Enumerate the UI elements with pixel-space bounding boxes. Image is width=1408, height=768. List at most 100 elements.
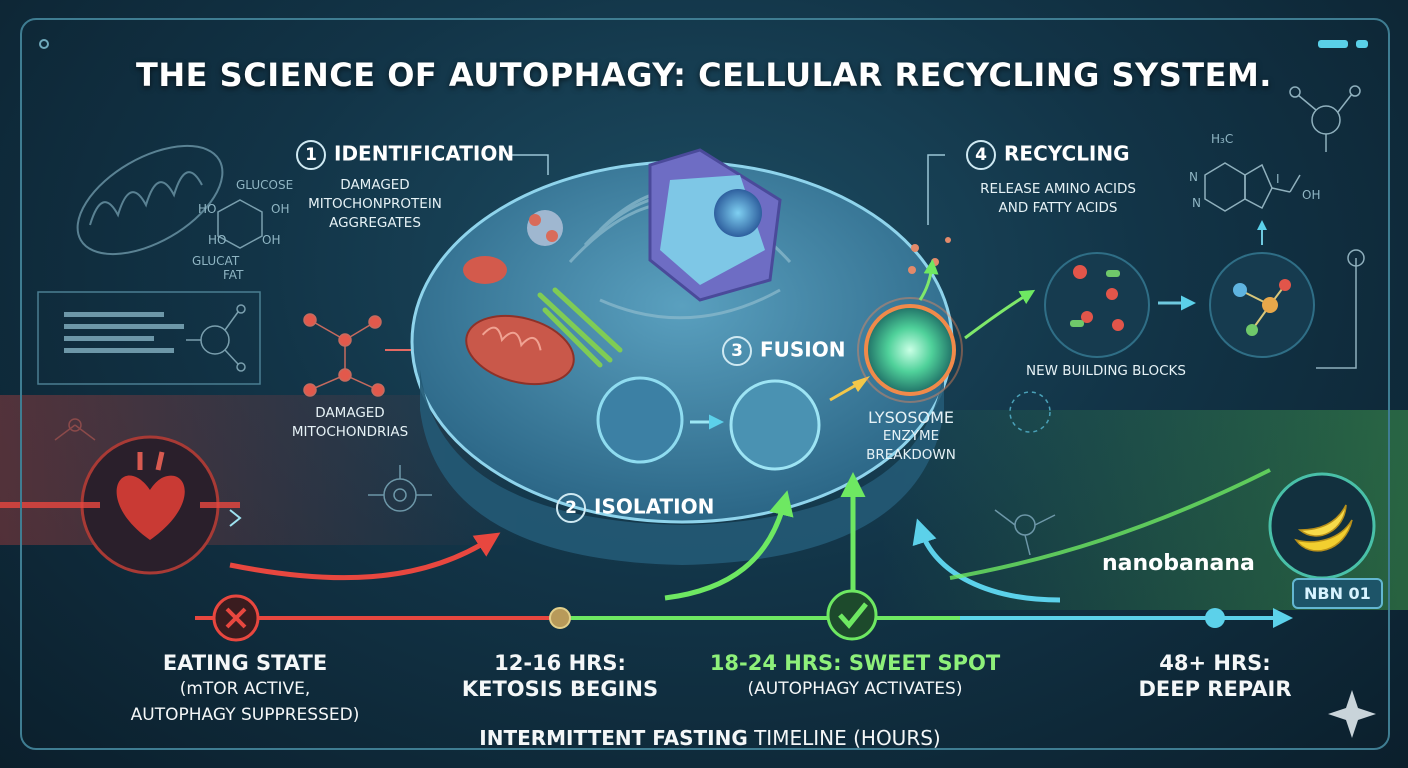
stage-subline: AUTOPHAGY SUPPRESSED) — [130, 705, 360, 725]
step-label: RECYCLING — [1004, 141, 1130, 166]
lysosome-label: LYSOSOME ENZYME BREAKDOWN — [846, 408, 976, 465]
data-panel — [37, 291, 261, 385]
frame-border — [20, 18, 1390, 750]
label-line: ENZYME — [882, 428, 940, 444]
mitochondrion-sketch — [76, 144, 224, 256]
frame-accent — [1356, 40, 1368, 48]
eating-marker — [212, 594, 260, 642]
label-line: MITOCHONDRIAS — [291, 424, 409, 440]
data-panel-bars — [64, 312, 184, 353]
nucleus — [648, 148, 782, 302]
green-stream — [949, 468, 1271, 580]
amino-acid-structure — [1204, 162, 1301, 212]
glucat-label: GLUCAT — [192, 254, 240, 268]
stage-line: DEEP REPAIR — [1138, 677, 1292, 701]
n-label: N — [1192, 196, 1201, 210]
timeline-axis-title: INTERMITTENT FASTING TIMELINE (HOURS) — [380, 726, 1040, 750]
damaged-protein-network — [303, 313, 385, 397]
lysosome — [864, 304, 956, 396]
step-label: ISOLATION — [594, 494, 715, 519]
stage-deep-repair: 48+ HRS: DEEP REPAIR — [1120, 650, 1310, 702]
autophagosome-vesicle — [729, 379, 821, 471]
stage-line: KETOSIS BEGINS — [461, 677, 659, 701]
sparkle-mark — [229, 509, 242, 527]
protein-aggregate — [527, 210, 563, 246]
stage-line: 12-16 HRS: — [494, 651, 626, 675]
caption-line: RELEASE AMINO ACIDS — [980, 181, 1136, 197]
fat-label: FAT — [223, 268, 244, 282]
recycling-caption: RELEASE AMINO ACIDS AND FATTY ACIDS — [958, 180, 1158, 218]
fusion-arrow-head — [852, 376, 870, 392]
x-icon — [225, 607, 247, 629]
step-label: FUSION — [760, 337, 846, 362]
ho-label: HO — [208, 233, 227, 247]
stage-sweet-spot: 18-24 HRS: SWEET SPOT (AUTOPHAGY ACTIVAT… — [700, 650, 1010, 702]
brand-badge: NBN 01 — [1292, 578, 1383, 609]
sweet-arrow-left — [664, 490, 794, 601]
cell-mitochondrion — [465, 314, 575, 386]
step-fusion: 3 FUSION — [722, 336, 846, 366]
label-line: DAMAGED — [315, 405, 385, 421]
molecule-node-bottom — [368, 465, 432, 512]
step-isolation: 2 ISOLATION — [556, 493, 714, 523]
to-blocks-arrow — [964, 289, 1036, 340]
new-building-blocks-label: NEW BUILDING BLOCKS — [1026, 363, 1186, 379]
step-number: 4 — [966, 140, 996, 170]
circuit-line — [1316, 258, 1357, 369]
identification-caption: DAMAGED MITOCHONPROTEIN AGGREGATES — [290, 176, 460, 233]
frame-dot — [39, 39, 49, 49]
check-icon — [838, 602, 868, 629]
caption-line: AGGREGATES — [329, 215, 421, 231]
circuit-node — [1347, 249, 1365, 267]
repair-arrow — [912, 518, 1061, 603]
stage-line: 18-24 HRS: SWEET SPOT — [709, 651, 1001, 675]
step-identification: 1 IDENTIFICATION — [296, 140, 514, 170]
step-number: 1 — [296, 140, 326, 170]
oh-label: OH — [271, 202, 290, 216]
molecule-node-left — [186, 304, 246, 372]
oh-label: OH — [1302, 188, 1321, 202]
molecule-node-red — [54, 418, 96, 441]
sweet-spot-marker — [826, 589, 878, 641]
caption-line: AND FATTY ACIDS — [998, 200, 1118, 216]
ketosis-marker — [549, 607, 571, 629]
axis-title-rest: TIMELINE (HOURS) — [754, 726, 941, 750]
golgi-tubules — [537, 287, 623, 368]
stage-eating: EATING STATE (mTOR ACTIVE, AUTOPHAGY SUP… — [100, 650, 390, 728]
brand-name: nanobanana — [1102, 551, 1255, 576]
red-organelle — [463, 256, 507, 284]
eating-arrow — [229, 532, 501, 581]
building-block-circle-2 — [1209, 252, 1315, 358]
release-arrow — [918, 259, 939, 301]
damaged-mito-label: DAMAGED MITOCHONDRIAS — [262, 404, 438, 442]
deep-repair-marker — [1205, 608, 1225, 628]
banana-icon — [1294, 504, 1353, 552]
stage-line: 48+ HRS: — [1159, 651, 1271, 675]
stage-subline: (mTOR ACTIVE, — [179, 679, 311, 699]
stage-ketosis: 12-16 HRS: KETOSIS BEGINS — [460, 650, 660, 702]
page-title: THE SCIENCE OF AUTOPHAGY: CELLULAR RECYC… — [136, 56, 1272, 94]
recycling-connector — [927, 154, 945, 225]
glucose-ring — [217, 199, 263, 249]
axis-title-bold: INTERMITTENT FASTING — [479, 726, 748, 750]
label-line: LYSOSOME — [868, 408, 954, 427]
identification-connector — [512, 154, 549, 175]
n-label: N — [1189, 170, 1198, 184]
phagophore-vesicle — [596, 376, 684, 464]
oh-label: OH — [262, 233, 281, 247]
step-number: 3 — [722, 336, 752, 366]
frame-accent — [1318, 40, 1348, 48]
label-line: BREAKDOWN — [866, 447, 956, 463]
caption-line: MITOCHONPROTEIN — [308, 196, 442, 212]
stage-line: EATING STATE — [162, 651, 328, 675]
h3c-label: H₃C — [1211, 132, 1234, 146]
i-label: I — [1276, 172, 1280, 186]
glucose-label: GLUCOSE — [236, 178, 294, 192]
step-recycling: 4 RECYCLING — [966, 140, 1130, 170]
molecule-node-lower-right — [994, 509, 1056, 556]
sparkle-icon — [1328, 690, 1376, 738]
building-block-circle-1 — [1044, 252, 1150, 358]
step-label: IDENTIFICATION — [334, 141, 515, 166]
step-number: 2 — [556, 493, 586, 523]
